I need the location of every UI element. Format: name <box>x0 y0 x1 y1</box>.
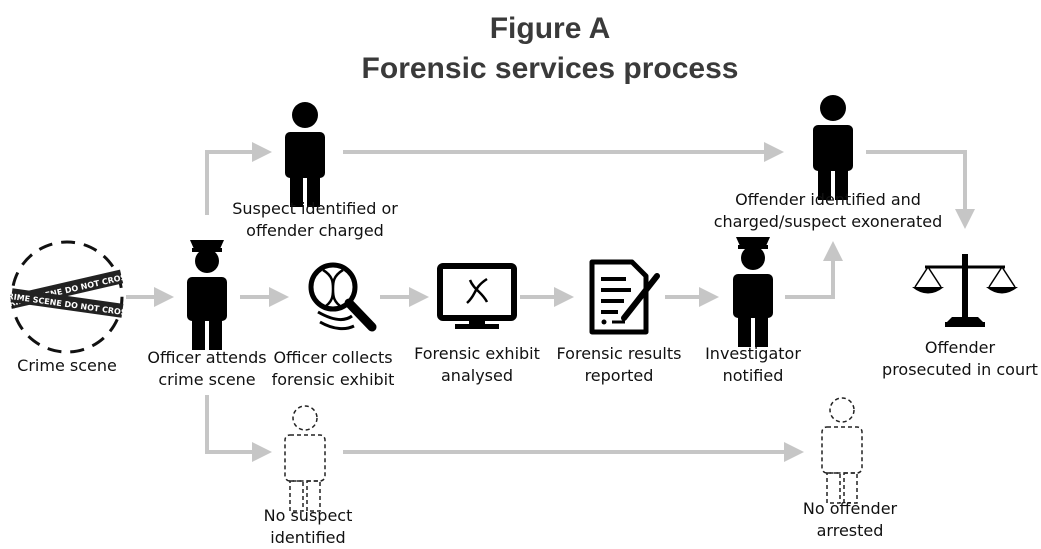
report-document-icon <box>589 259 660 335</box>
person-icon <box>813 95 853 200</box>
dashed-person-icon <box>284 405 326 512</box>
police-officer-icon <box>187 240 227 350</box>
label-offender-identified-line2: charged/suspect exonerated <box>713 212 943 231</box>
label-suspect-identified-line2: offender charged <box>246 221 384 240</box>
label-offender-prosecuted-line2: prosecuted in court <box>882 360 1038 379</box>
label-officer-attends-line1: Officer attends <box>147 348 267 367</box>
magnifier-dna-icon <box>308 262 377 332</box>
label-officer-collects-line1: Officer collects <box>273 348 393 367</box>
arrow-investigator-to-offender <box>785 241 843 299</box>
label-suspect-identified: Suspect identified or offender charged <box>215 198 415 242</box>
label-exhibit-analysed-line2: analysed <box>441 366 513 385</box>
label-investigator-notified-line1: Investigator <box>705 344 801 363</box>
label-investigator-notified-line2: notified <box>722 366 784 385</box>
arrow-officer-to-suspect <box>205 142 272 215</box>
label-offender-identified-line1: Offender identified and <box>735 190 921 209</box>
label-exhibit-analysed-line1: Forensic exhibit <box>414 344 540 363</box>
label-no-offender-line2: arrested <box>816 521 884 540</box>
arrow-offender-to-court <box>866 150 975 229</box>
label-offender-prosecuted: Offender prosecuted in court <box>880 337 1040 381</box>
label-no-suspect: No suspect identified <box>238 505 378 549</box>
label-offender-identified: Offender identified and charged/suspect … <box>708 189 948 233</box>
figure-title: Forensic services process <box>361 52 739 85</box>
label-results-reported-line2: reported <box>584 366 654 385</box>
investigator-icon <box>733 237 773 347</box>
monitor-dna-icon <box>437 263 517 329</box>
label-offender-prosecuted-line1: Offender <box>924 338 996 357</box>
flow-arrows <box>126 142 975 462</box>
label-officer-collects: Officer collects forensic exhibit <box>258 347 408 391</box>
figure-label: Figure A <box>489 12 611 45</box>
label-exhibit-analysed: Forensic exhibit analysed <box>397 343 557 387</box>
label-crime-scene-line1: Crime scene <box>17 356 117 375</box>
crime-scene-tape-icon: CRIME SCENE DO NOT CROSS CRIME SCENE DO … <box>1 240 133 354</box>
label-results-reported: Forensic results reported <box>539 343 699 387</box>
dashed-person-icon <box>821 397 863 504</box>
label-officer-collects-line2: forensic exhibit <box>271 370 395 389</box>
person-icon <box>285 102 325 207</box>
label-no-offender-line1: No offender <box>802 499 898 518</box>
label-crime-scene: Crime scene <box>7 355 127 377</box>
scales-of-justice-icon <box>912 254 1018 327</box>
label-officer-attends-line2: crime scene <box>158 370 256 389</box>
label-no-suspect-line2: identified <box>270 528 346 547</box>
label-no-offender: No offender arrested <box>780 498 920 542</box>
arrow-officer-to-no-suspect <box>205 395 272 462</box>
label-results-reported-line1: Forensic results <box>556 344 682 363</box>
label-investigator-notified: Investigator notified <box>683 343 823 387</box>
label-officer-attends: Officer attends crime scene <box>127 347 287 391</box>
label-no-suspect-line1: No suspect <box>263 506 353 525</box>
label-suspect-identified-line1: Suspect identified or <box>232 199 398 218</box>
